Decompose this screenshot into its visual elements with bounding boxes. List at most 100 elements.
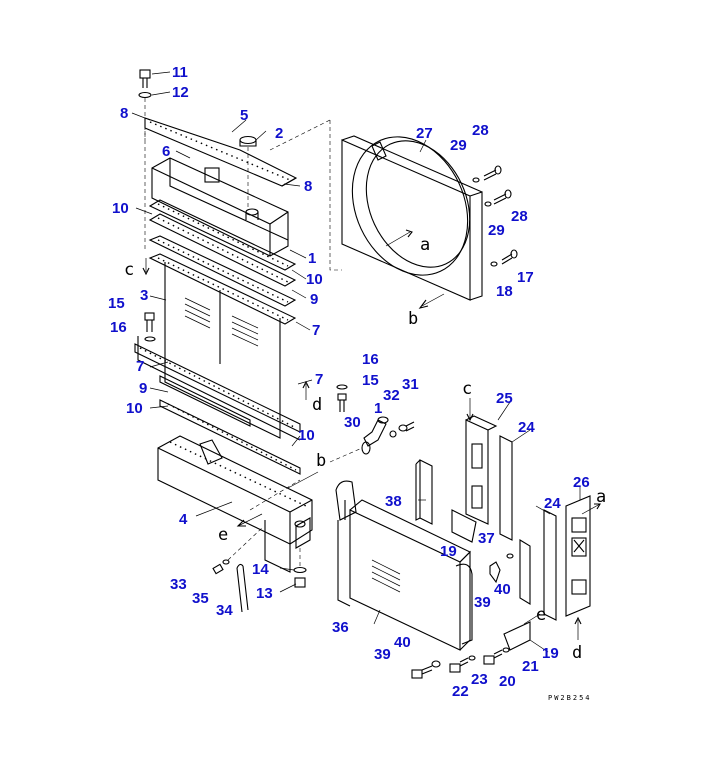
part-bracket-19-upper [451,509,477,543]
part-gasket-9-lower [159,375,251,427]
part-strip-24-bottom [543,509,557,621]
callout-28: 28 [472,122,489,139]
callout-17: 17 [517,269,534,286]
part-lower-tank-4 [157,435,313,573]
callout-14: 14 [252,561,269,578]
part-bolt-31 [389,421,415,438]
part-bolt-39-lower [411,660,441,679]
radiator-assembly [134,69,313,613]
callout-20: 20 [499,673,516,690]
part-drain-plug-13 [293,548,307,588]
callout-38: 38 [385,493,402,510]
part-elbow-1 [329,416,389,463]
callout-1: 1 [374,400,382,417]
callout-16: 16 [362,351,379,368]
callout-18: 18 [496,283,513,300]
part-gasket-10-upper [148,199,297,271]
callout-40: 40 [494,581,511,598]
callout-32: 32 [383,387,400,404]
part-bolt-39-upper [489,553,514,584]
callout-10: 10 [298,427,315,444]
leader-lines [131,71,581,653]
callout-7: 7 [312,322,320,339]
callout-7: 7 [315,371,323,388]
part-bolt-22 [449,655,476,673]
part-bracket-38 [415,459,433,525]
part-bolt-28-top [472,165,502,183]
callout-37: 37 [478,530,495,547]
callout-19: 19 [542,645,559,662]
part-gasket-7-lower [134,343,301,433]
callout-39: 39 [474,594,491,611]
callout-9: 9 [310,291,318,308]
part-bolt-20 [483,647,510,665]
callout-6: 6 [162,143,170,160]
callout-8: 8 [304,178,312,195]
reference-letter-c: c [124,260,134,280]
reference-arrows [142,229,601,640]
callout-13: 13 [256,585,273,602]
callout-23: 23 [471,671,488,688]
callout-8: 8 [120,105,128,122]
reference-letter-c: c [462,379,472,399]
callout-10: 10 [112,200,129,217]
part-bracket-37 [519,539,531,605]
callout-33: 33 [170,576,187,593]
reference-letter-a: a [420,235,430,255]
part-upper-tank-6 [151,157,289,257]
part-bolt-15-left [144,312,156,342]
callout-11: 11 [172,64,188,81]
callout-9: 9 [139,380,147,397]
callout-10: 10 [126,400,143,417]
callout-10: 10 [306,271,323,288]
reference-letter-d: d [312,395,322,415]
part-gasket-10-lower [159,399,301,475]
part-drain-hose-34 [212,527,263,613]
callout-25: 25 [496,390,513,407]
callout-7: 7 [136,358,144,375]
callout-29: 29 [450,137,467,154]
callout-39: 39 [374,646,391,663]
callout-30: 30 [344,414,361,431]
callout-36: 36 [332,619,349,636]
part-core-3 [137,235,301,441]
reference-letter-b: b [408,309,418,329]
callout-22: 22 [452,683,469,700]
part-aftercooler-36 [335,480,473,651]
drawing-number: PW2B254 [548,694,592,702]
part-cap-2 [239,135,257,208]
part-gasket-9-upper [148,213,297,287]
part-strip-24-top [499,435,513,541]
reference-letter-layer: c d b e a b c a e d [124,235,606,663]
reference-letter-a: a [596,487,606,507]
part-bolt-15-right [336,384,348,412]
part-bolt-17 [490,249,518,267]
callout-24: 24 [544,495,561,512]
callout-35: 35 [192,590,209,607]
callout-15: 15 [362,372,379,389]
callout-29: 29 [488,222,505,239]
callout-28: 28 [511,208,528,225]
callout-21: 21 [522,658,539,675]
callout-3: 3 [140,287,148,304]
callout-24: 24 [518,419,535,436]
callout-5: 5 [240,107,248,124]
callout-4: 4 [179,511,188,528]
callout-12: 12 [172,84,189,101]
callout-40: 40 [394,634,411,651]
reference-letter-e: e [536,605,546,625]
part-bracket-19-lower [503,621,531,651]
reference-letter-b: b [316,451,326,471]
callout-19: 19 [440,543,457,560]
callout-15: 15 [108,295,125,312]
reference-letter-d: d [572,643,582,663]
callout-27: 27 [416,125,433,142]
reference-letter-e: e [218,525,228,545]
callout-16: 16 [110,319,127,336]
callout-26: 26 [573,474,590,491]
callout-31: 31 [402,376,419,393]
callout-2: 2 [275,125,283,142]
